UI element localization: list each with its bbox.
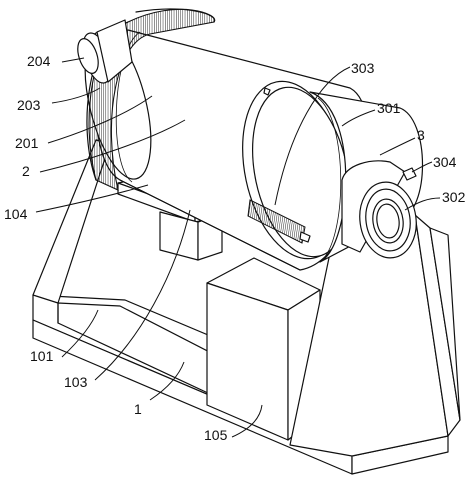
label-103: 103 <box>64 374 88 390</box>
label-302: 302 <box>442 189 466 205</box>
label-3: 3 <box>417 127 425 143</box>
bearing-housing <box>341 160 417 259</box>
label-2: 2 <box>22 163 30 179</box>
label-105: 105 <box>204 427 228 443</box>
leader-lines <box>35 57 441 438</box>
label-303: 303 <box>351 60 375 76</box>
label-101: 101 <box>30 348 54 364</box>
left-shaft <box>77 19 133 84</box>
small-fitting <box>402 167 417 181</box>
label-301: 301 <box>377 100 401 116</box>
label-104: 104 <box>4 206 28 222</box>
label-203: 203 <box>17 97 41 113</box>
motor-block <box>206 257 321 441</box>
label-304: 304 <box>433 154 457 170</box>
callout-labels: 204 203 201 2 104 101 103 1 105 303 301 … <box>4 53 466 443</box>
label-201: 201 <box>15 135 39 151</box>
label-1: 1 <box>134 401 142 417</box>
right-support <box>289 204 461 457</box>
label-204: 204 <box>27 53 51 69</box>
